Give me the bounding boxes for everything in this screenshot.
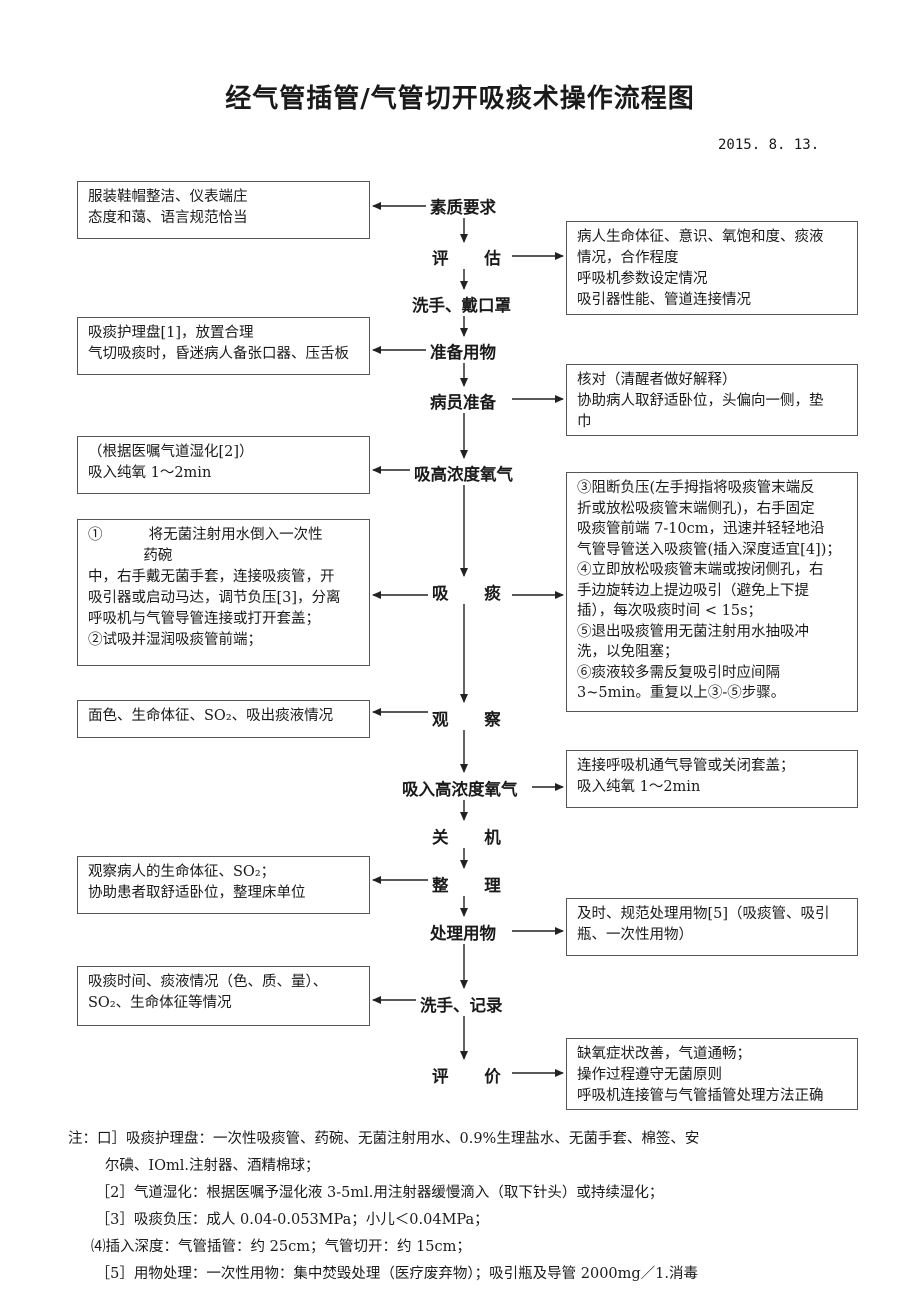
footnotes: 注：口］吸痰护理盘：一次性吸痰管、药碗、无菌注射用水、0.9%生理盐水、无菌手套… [68,1126,888,1288]
right-box-reconnect: 连接呼吸机通气导管或关闭套盖；吸入纯氧 1～2min [566,750,858,808]
step-wash-hands-mask: 洗手、戴口罩 [410,292,513,316]
step-shutdown: 关 机 [430,824,503,848]
footnote-2: ［2］气道湿化：根据医嘱予湿化液 3-5ml.用注射器缓慢滴入（取下针头）或持续… [68,1185,664,1201]
left-box-quality: 服装鞋帽整洁、仪表端庄态度和蔼、语言规范恰当 [77,181,370,239]
right-box-evaluation: 缺氧症状改善，气道通畅；操作过程遵守无菌原则 呼吸机连接管与气管插管处理方法正确 [566,1038,858,1110]
footnote-1: 注：口］吸痰护理盘：一次性吸痰管、药碗、无菌注射用水、0.9%生理盐水、无菌手套… [68,1131,700,1147]
step-tidy-up: 整 理 [430,872,503,896]
left-box-record: 吸痰时间、痰液情况（色、质、量）、SO₂、生命体征等情况 [77,966,370,1026]
left-box-supplies: 吸痰护理盘[1]，放置合理气切吸痰时，昏迷病人备张口器、压舌板 [77,317,370,375]
step-wash-hands-record: 洗手、记录 [418,992,505,1016]
footnote-3: ［3］吸痰负压：成人 0.04-0.053MPa；小儿＜0.04MPa； [68,1212,489,1228]
left-box-suction-prep: ① 将无菌注射用水倒入一次性 药碗 中，右手戴无菌手套，连接吸痰管，开吸引器或启… [77,519,370,666]
right-box-dispose: 及时、规范处理用物[5]（吸痰管、吸引瓶、一次性用物） [566,898,858,956]
page-title: 经气管插管/气管切开吸痰术操作流程图 [225,84,695,114]
step-prepare-supplies: 准备用物 [428,339,498,363]
right-box-assessment: 病人生命体征、意识、氧饱和度、痰液情况，合作程度 呼吸机参数设定情况吸引器性能、… [566,221,858,315]
step-inhale-high-oxygen: 吸高浓度氧气 [412,461,515,485]
right-box-suction-steps: ③阻断负压(左手拇指将吸痰管末端反折或放松吸痰管末端侧孔)，右手固定 吸痰管前端… [566,472,858,712]
footnote-5: ［5］用物处理：一次性用物：集中焚毁处理（医疗废弃物）；吸引瓶及导管 2000m… [68,1266,699,1282]
footnote-4: ⑷插入深度：气管插管：约 25cm；气管切开：约 15cm； [68,1239,471,1255]
step-observe: 观 察 [430,706,503,730]
step-evaluation: 评 价 [430,1063,503,1087]
footnote-1-cont: 尔碘、IOml.注射器、酒精棉球； [68,1158,320,1174]
step-quality-requirements: 素质要求 [428,194,498,218]
right-box-patient-prep: 核对（清醒者做好解释）协助病人取舒适卧位，头偏向一侧，垫 巾 [566,364,858,436]
step-suction: 吸 痰 [430,580,503,604]
date-label: 2015. 8. 13. [718,137,820,153]
left-box-observe: 面色、生命体征、SO₂、吸出痰液情况 [77,700,370,738]
left-box-oxygen: （根据医嘱气道湿化[2]）吸入纯氧 1～2min [77,436,370,494]
step-dispose-supplies: 处理用物 [428,920,498,944]
step-inhale-high-oxygen-2: 吸入高浓度氧气 [400,776,520,800]
step-assessment: 评 估 [430,245,503,269]
left-box-tidy: 观察病人的生命体征、SO₂；协助患者取舒适卧位，整理床单位 [77,856,370,914]
step-patient-preparation: 病员准备 [428,389,498,413]
